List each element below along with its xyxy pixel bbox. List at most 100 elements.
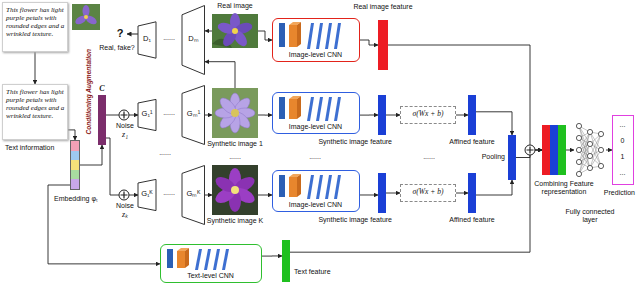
plus-symbol	[119, 110, 129, 120]
ellipsis: ......	[150, 149, 180, 157]
real-flower-photo	[232, 28, 238, 34]
flow-arrow	[205, 30, 212, 31]
network-slice	[138, 179, 156, 210]
prediction-value: 1	[613, 153, 632, 161]
noise-label: Noise	[113, 202, 137, 210]
ellipsis: ......	[300, 153, 330, 161]
prediction-box: ...01...Prediction	[612, 115, 634, 185]
image-label: Real image	[207, 2, 263, 10]
cnn-label: Image-level CNN	[275, 201, 356, 209]
cnn-layer	[325, 175, 332, 199]
affine-transform-box: σ(Wx + b)	[400, 184, 456, 202]
code-label: C	[94, 84, 110, 93]
synthetic-image: Synthetic image K	[212, 165, 258, 215]
noise-label: Noise	[113, 122, 137, 130]
cnn-layer	[222, 249, 229, 270]
real-flower-photo	[212, 13, 258, 49]
feature-label: Synthetic image feature	[302, 138, 392, 146]
noise-variable: zₖ	[113, 210, 137, 219]
neuron	[587, 153, 592, 158]
prediction-value: 0	[613, 137, 632, 145]
prediction-value: ...	[613, 169, 632, 177]
image-label: Synthetic image K	[202, 217, 268, 225]
discriminator-output-arrow	[127, 34, 138, 35]
affine-formula: σ(Wx + b)	[401, 188, 455, 197]
prediction-value: ...	[613, 121, 632, 129]
cnn-layer	[195, 249, 202, 270]
feature-bar: Affined feature	[468, 173, 476, 213]
cnn-layer	[325, 97, 332, 121]
neuron	[576, 159, 581, 164]
ellipsis: ......	[156, 189, 182, 197]
neuron	[576, 147, 581, 152]
flow-arrow	[205, 195, 212, 196]
synthetic-flower-photo	[217, 95, 238, 116]
discriminator-stack: D₁......Dₘ	[138, 5, 205, 75]
feature-label: Synthetic image feature	[302, 216, 392, 224]
feature-bar: Synthetic image feature	[378, 95, 386, 135]
embedding-label: Embedding φₜ	[53, 195, 99, 203]
generator-stack: G₁ᴷ......Gₘᴷ	[138, 165, 205, 225]
fully-connected-layer: Fully connected layer	[574, 120, 606, 180]
synthetic-image: Synthetic image 1	[212, 88, 258, 138]
cnn-layer	[289, 25, 297, 47]
flow-arrow	[360, 40, 378, 45]
cnn-layer	[279, 23, 285, 47]
synthetic-flower-photo	[213, 174, 238, 195]
neuron	[576, 135, 581, 140]
neuron	[587, 129, 592, 134]
cnn-layer	[297, 174, 301, 197]
conditioning-code-bar: Conditioning AugmentationC	[98, 95, 106, 145]
cnn-layer	[307, 97, 314, 121]
flow-arrow	[48, 185, 160, 264]
slice-label: Gₘᴷ	[182, 190, 205, 199]
network-slice	[138, 22, 156, 58]
network-slice	[182, 6, 205, 75]
cnn-layer	[334, 97, 341, 121]
connector-layer	[35, 31, 612, 264]
synthetic-flower-photo	[231, 186, 239, 194]
combined-feature-bar: Combining Feature representation	[542, 125, 566, 175]
layer-label: Fully connected layer	[560, 208, 620, 224]
image-cnn-box: Image-level CNN	[272, 92, 360, 134]
synthetic-flower-photo	[212, 88, 258, 138]
flow-arrow	[258, 115, 272, 116]
flow-arrow	[205, 62, 235, 88]
plus-symbol	[119, 190, 129, 200]
conditioning-augmentation-label: Conditioning Augmentation	[85, 44, 92, 140]
feature-bar: Pooling	[508, 135, 516, 180]
cnn-layer	[307, 175, 314, 199]
slice-label: G₁ᴷ	[138, 190, 156, 199]
cnn-layer	[213, 249, 220, 270]
neuron	[598, 147, 603, 152]
text-description: This flower has light purple petals with…	[6, 88, 65, 120]
neuron	[598, 131, 603, 136]
flow-arrow	[205, 115, 212, 116]
flow-arrow	[80, 145, 102, 165]
feature-label: Real image feature	[338, 3, 428, 11]
synthetic-flower-photo	[212, 88, 258, 138]
cnn-layer	[279, 175, 285, 197]
flower-thumbnail	[74, 14, 88, 26]
pooling-label: Pooling	[470, 153, 505, 161]
feature-bar: Real image feature	[378, 20, 388, 70]
discriminator-output-label: Real, fake?	[96, 44, 138, 52]
text-description: This flower has light purple petals with…	[6, 6, 65, 38]
cnn-layer	[204, 249, 211, 270]
feature-label: Affined feature	[444, 216, 500, 224]
plus-symbol	[119, 190, 129, 200]
synthetic-flower-photo	[212, 165, 258, 215]
cnn-layer	[177, 251, 185, 268]
ellipsis: ......	[156, 34, 182, 42]
embedding-bar: Embedding φₜ	[70, 140, 80, 190]
cnn-layer	[185, 248, 189, 268]
flow-arrow	[456, 193, 468, 194]
noise-variable: z₁	[113, 130, 137, 139]
cnn-label: Image-level CNN	[275, 123, 356, 131]
feature-label: Affined feature	[444, 138, 500, 146]
network-link	[579, 156, 590, 174]
feature-bar: Text feature	[282, 240, 290, 282]
flow-arrow	[360, 115, 378, 116]
cnn-layer	[279, 97, 285, 119]
flow-arrow	[388, 45, 542, 150]
